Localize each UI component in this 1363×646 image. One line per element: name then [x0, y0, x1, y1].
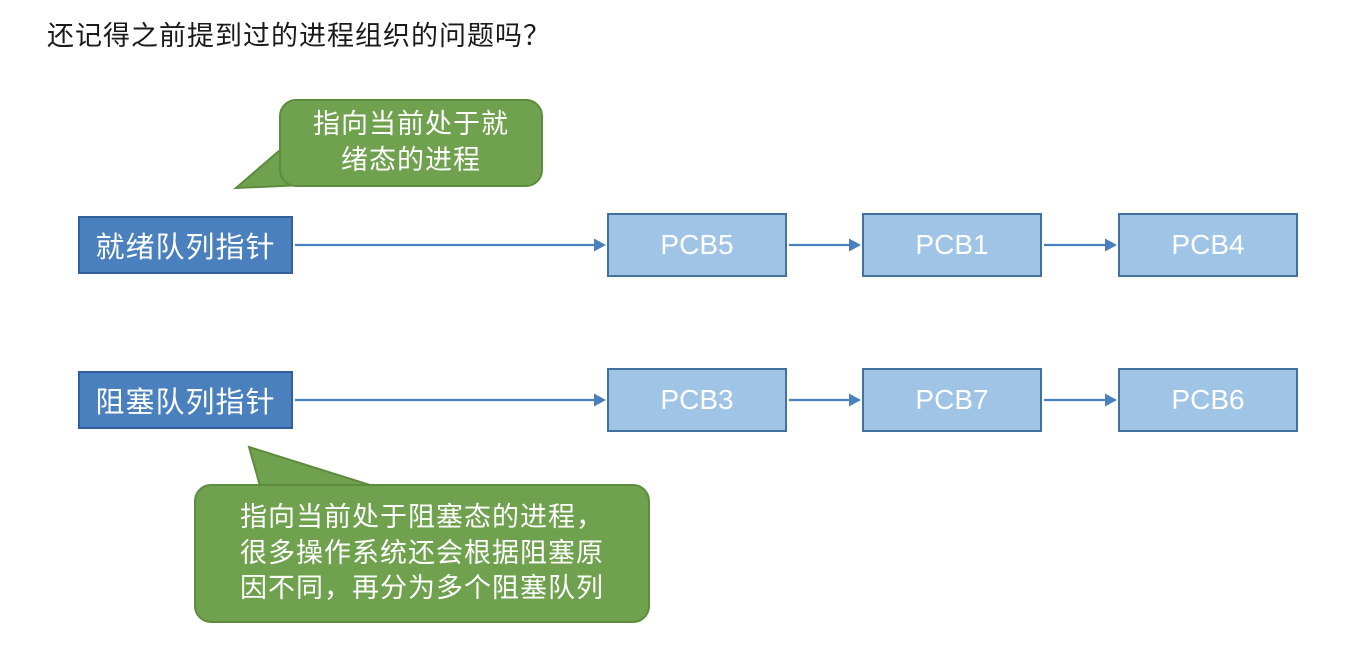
pcb-node: PCB4: [1118, 213, 1298, 277]
arrow-pcb1-to-pcb4: [1044, 238, 1117, 252]
pcb-node: PCB5: [607, 213, 787, 277]
blocked-queue-pointer-box: 阻塞队列指针: [78, 371, 293, 429]
pcb-node: PCB7: [862, 368, 1042, 432]
callout-blocked-note: 指向当前处于阻塞态的进程， 很多操作系统还会根据阻塞原 因不同，再分为多个阻塞队…: [194, 484, 650, 623]
pcb-node: PCB3: [607, 368, 787, 432]
arrow-ready-to-pcb5: [295, 238, 606, 252]
callout-blocked-line: 因不同，再分为多个阻塞队列: [240, 573, 604, 605]
arrow-pcb3-to-pcb7: [789, 393, 861, 407]
arrow-blocked-to-pcb3: [295, 393, 606, 407]
arrow-pcb7-to-pcb6: [1044, 393, 1117, 407]
callout-blocked-line: 很多操作系统还会根据阻塞原: [240, 537, 604, 569]
page-title: 还记得之前提到过的进程组织的问题吗？: [47, 21, 551, 52]
callout-ready-note: 指向当前处于就 绪态的进程: [279, 99, 543, 187]
pcb-node: PCB6: [1118, 368, 1298, 432]
pcb-node: PCB1: [862, 213, 1042, 277]
callout-ready-line: 指向当前处于就: [313, 109, 509, 141]
callout-ready-line: 绪态的进程: [341, 145, 481, 176]
callout-blocked-line: 指向当前处于阻塞态的进程，: [240, 502, 604, 534]
arrow-pcb5-to-pcb1: [789, 238, 861, 252]
ready-queue-pointer-box: 就绪队列指针: [78, 216, 293, 274]
